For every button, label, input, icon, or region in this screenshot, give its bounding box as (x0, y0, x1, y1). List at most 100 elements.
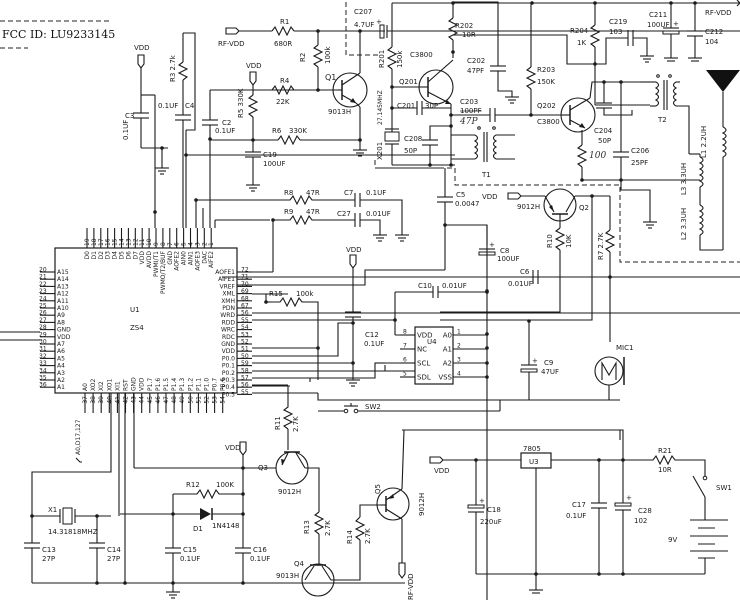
u1-pin-number: 53 (241, 331, 249, 338)
r3-resistor (177, 61, 189, 81)
r3-label: R3 2.7k (169, 54, 177, 82)
t2-ref: T2 (657, 116, 667, 124)
vdd-port-icon (507, 192, 522, 200)
c8-plus: + (489, 241, 495, 249)
c207-ref: C207 (354, 8, 372, 16)
c6-ref: C7 (344, 189, 353, 197)
vdd-label: VDD (134, 44, 150, 52)
c203-handwritten-value: 47P (459, 117, 478, 127)
r203-value: 150K (537, 78, 555, 86)
u1-pin-name: GND (57, 327, 71, 334)
r8-ref: R8 (284, 189, 293, 197)
c3-ref: C3 (125, 112, 134, 120)
x1-oscillator: X1 14.31818MHZ C13 27P C14 27P (24, 393, 405, 599)
r9-ref: R9 (284, 208, 293, 216)
vdd-port-icon (249, 71, 257, 86)
u1-pin-number: 19 (84, 238, 91, 246)
c203-ref: C203 (460, 98, 478, 106)
l1-inductor (721, 126, 727, 158)
u1-pin-name: P1.2 (187, 378, 194, 391)
u1-pin-number: 49 (179, 396, 186, 404)
c13-ref: C13 (42, 546, 56, 554)
u1-pin-name: RST (123, 379, 130, 391)
u1-pin-name: AIFE2 (208, 251, 215, 268)
r14-resistor (354, 516, 366, 541)
u1-pin-number: 34 (39, 367, 47, 374)
r10-ref: R10 (546, 234, 554, 248)
r7-resistor (604, 229, 616, 253)
sw1-ref: SW1 (716, 484, 732, 492)
q3-transistor (275, 451, 309, 485)
u1-pin-number: 37 (82, 396, 89, 404)
q1-ref: Q1 (325, 73, 336, 82)
r203-ref: R203 (537, 66, 555, 74)
c9-ref: C9 (544, 359, 553, 367)
x1-value: 14.31818MHZ (48, 528, 98, 536)
r21-ref: R21 (658, 447, 672, 455)
d1-part: 1N4148 (212, 522, 240, 530)
u1-pin-name: D7 (132, 251, 139, 260)
c10-ref: C10 (418, 282, 432, 290)
r9-resistor (273, 214, 355, 226)
l2-inductor (698, 204, 704, 236)
u1-pin-number: 52 (241, 339, 249, 346)
u1-pin-number: 10 (146, 238, 153, 246)
r5-resistor (247, 94, 259, 118)
r12-resistor (173, 488, 243, 500)
u1-pin-name: AOFE3 (194, 251, 201, 271)
u1-pin-number: 59 (241, 360, 249, 367)
c27-value: 0.01UF (366, 210, 391, 218)
u1-pin-name: PWMI/T1 (153, 251, 160, 277)
u1-pin-name: P0.1 (222, 363, 235, 370)
r4-ref: R4 (280, 77, 290, 85)
c207-value: 4.7UF (354, 21, 374, 29)
u1-pin-name: WRC (221, 327, 235, 334)
r202-ref: R202 (455, 22, 473, 30)
u1-pin-name: PWMO/T2/BUF (160, 250, 167, 293)
u1-pin-name: DAC (201, 251, 208, 264)
u1-pin-number: 7 (167, 242, 174, 246)
u1-pin-number: 55 (241, 389, 249, 396)
rf-shield-outline (374, 160, 740, 263)
c211-plus: + (673, 20, 679, 28)
u4-pin-name: A1 (443, 346, 452, 354)
u1-right-wiring: R15 100k VDD C12 0.1UF (252, 246, 386, 400)
r15-ref: R15 (269, 290, 283, 298)
u1-pin-name: RDC (222, 334, 235, 341)
c12-value: 0.1UF (364, 340, 384, 348)
r5-label: R5 330K (237, 88, 245, 118)
c204-value: 50P (598, 137, 611, 145)
c12-ref: C12 (365, 331, 379, 339)
u1-top-wires (186, 154, 455, 228)
u1-pin-name: P1.3 (179, 378, 186, 391)
u4-pin-number: 1 (457, 329, 461, 336)
c17-ref: C17 (572, 501, 586, 509)
u1-pin-number: 20 (39, 267, 47, 274)
u1-pin-number: 30 (39, 339, 47, 346)
u4-pin-name: NC (417, 346, 427, 354)
c208-ref: C208 (404, 135, 422, 143)
r201-resistor (386, 46, 398, 70)
c18-value: 220uF (480, 518, 502, 526)
u1-pin-name: GND (131, 377, 138, 391)
t2-transformer: T2 (640, 74, 690, 154)
u1-bottom-pins: A037XO238XI239XO140XI141RST42GND43VDD44P… (82, 377, 227, 413)
r9-value: 47R (306, 208, 320, 216)
l1-label: L1 2.2UH (700, 126, 708, 158)
u1-pin-number: 36 (39, 382, 47, 389)
q5-part: 9012H (418, 493, 426, 516)
u4-pin-number: 3 (457, 357, 461, 364)
c14-value: 27P (107, 555, 120, 563)
u1-pin-number: 1 (208, 242, 215, 246)
mic1-ref: MIC1 (616, 344, 633, 352)
antenna-icon (706, 70, 740, 92)
c202-value: 47PF (467, 67, 484, 75)
c206-ref: C206 (631, 147, 650, 155)
u1-pin-name: XO2 (90, 379, 97, 391)
r10-value: 10K (565, 234, 573, 248)
u4-pin-name: A2 (443, 360, 452, 368)
u1-pin-number: 22 (39, 281, 47, 288)
